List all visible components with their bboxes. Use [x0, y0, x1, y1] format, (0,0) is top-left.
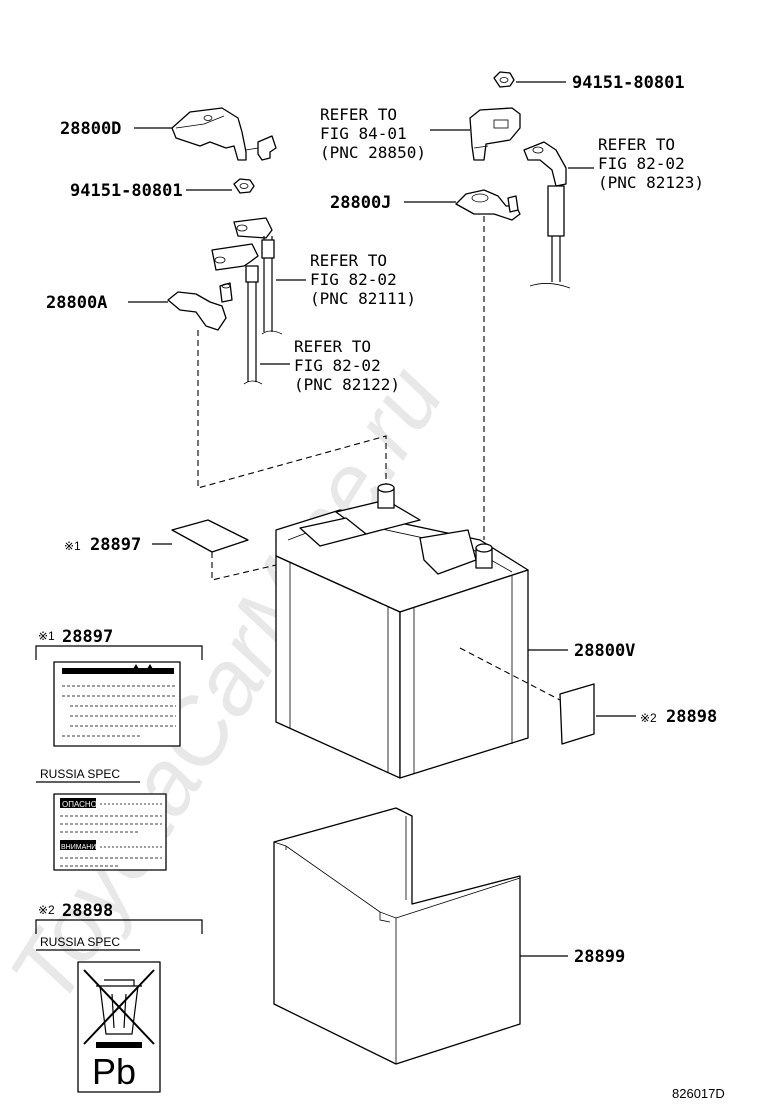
ref-82123-line2: FIG 82-02 — [598, 154, 685, 173]
label-warning-text: ВНИМАНИЕ — [61, 844, 101, 851]
figure-code: 826017D — [672, 1086, 725, 1101]
negative-terminal-icon — [455, 189, 521, 221]
ref-82122-line3: (PNC 82122) — [294, 375, 400, 394]
battery-tray-icon — [273, 807, 521, 1065]
ref-82122-line2: FIG 82-02 — [294, 356, 381, 375]
dashed-guide-28898 — [459, 647, 561, 701]
part-label-28800D: 28800D — [60, 119, 121, 139]
legend-title-28898: 28898 — [62, 901, 113, 921]
part-label-28800A: 28800A — [46, 293, 107, 313]
ref-82111-line3: (PNC 82111) — [310, 289, 416, 308]
russia-spec-1: RUSSIA SPEC — [40, 767, 120, 781]
nut-icon — [233, 178, 255, 194]
negative-cable-icon — [523, 141, 571, 289]
label-caution-text: ОПАСНО — [62, 800, 97, 809]
part-label-28897: 28897 — [90, 535, 141, 555]
ref-82111-line1: REFER TO — [310, 251, 387, 270]
note-mark-28898: ※2 — [640, 711, 657, 725]
legend-bracket-1 — [35, 645, 203, 660]
ref-28850-line2: FIG 84-01 — [320, 124, 407, 143]
ref-28850-line1: REFER TO — [320, 105, 397, 124]
legend-note-mark-1: ※1 — [38, 629, 55, 643]
label-28898-sheet — [559, 683, 595, 745]
crossed-bin-pb-icon: Pb — [77, 961, 161, 1093]
battery-icon — [275, 483, 529, 779]
part-label-28800J: 28800J — [330, 193, 391, 213]
positive-terminal-icon — [167, 217, 283, 385]
part-label-28899: 28899 — [574, 947, 625, 967]
dashed-guide-positive — [197, 330, 387, 490]
legend-bracket-2 — [35, 919, 203, 934]
ref-82111-line2: FIG 82-02 — [310, 270, 397, 289]
russia-warning-label-icon: ОПАСНО ВНИМАНИЕ — [53, 793, 167, 871]
ref-28850-line3: (PNC 28850) — [320, 143, 426, 162]
legend-title-28897: 28897 — [62, 627, 113, 647]
current-sensor-icon — [469, 107, 521, 161]
label-28897-sheet — [171, 519, 249, 553]
part-label-nut-left: 94151-80801 — [70, 181, 183, 201]
pb-text: Pb — [92, 1051, 136, 1092]
part-label-28898: 28898 — [666, 707, 717, 727]
note-mark-28897: ※1 — [64, 539, 81, 553]
legend-note-mark-2: ※2 — [38, 903, 55, 917]
terminal-cover-icon — [171, 107, 277, 161]
russia-spec-2: RUSSIA SPEC — [40, 935, 120, 949]
ref-82122-line1: REFER TO — [294, 337, 371, 356]
warning-label-icon — [53, 661, 181, 747]
part-label-28800V: 28800V — [574, 641, 635, 661]
ref-82123-line3: (PNC 82123) — [598, 173, 704, 192]
ref-82123-line1: REFER TO — [598, 135, 675, 154]
part-label-nut-right: 94151-80801 — [572, 73, 685, 93]
nut-icon-right — [493, 71, 515, 88]
